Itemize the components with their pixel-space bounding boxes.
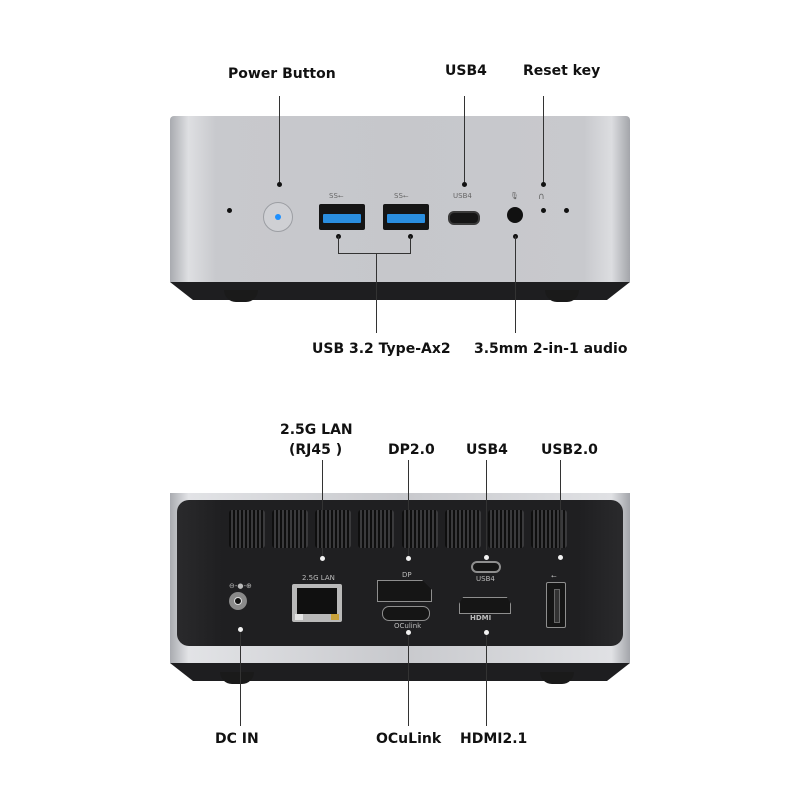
lan-marking: 2.5G LAN [302,574,335,582]
label-front-usb4: USB4 [445,63,487,79]
vent [358,510,394,548]
vent [229,510,265,548]
displayport-port[interactable] [377,580,432,602]
reset-key-hole[interactable] [541,208,546,213]
label-lan-line2: (RJ45 ) [289,442,343,458]
leader-lan [322,460,323,558]
rj45-port[interactable] [292,584,342,622]
leader-usba2 [410,236,411,253]
label-hdmi: HDMI2.1 [460,731,528,747]
oculink-port[interactable] [382,606,430,621]
label-dc-in: DC IN [215,731,259,747]
hdmi-port[interactable] [459,597,511,614]
mic-icon: 🎙 [510,192,519,200]
leader-dot-oculink [406,630,411,635]
headphone-icon: ∩ [538,192,545,202]
front-indicator-hole [227,208,232,213]
vent [272,510,308,548]
front-usb-c-port[interactable] [448,211,480,225]
front-chassis [170,116,630,282]
usb3-logo-1: SS⭠ [329,192,344,200]
front-foot-right [545,290,579,302]
leader-dot-dc [238,627,243,632]
vent [488,510,524,548]
label-lan-line1: 2.5G LAN [280,422,353,438]
usb3-logo-2: SS⭠ [394,192,409,200]
leader-audio [515,236,516,333]
usb-a-port-1[interactable] [319,204,365,230]
dp-marking: DP [402,571,412,579]
rear-foot-right [540,672,574,684]
power-button[interactable] [263,202,293,232]
leader-dc [240,632,241,726]
front-usb4-marking: USB4 [453,192,472,200]
rj45-opening [297,588,337,614]
leader-oculink [408,635,409,726]
vent [531,510,567,548]
label-usb32: USB 3.2 Type-Ax2 [312,341,451,357]
power-led-icon [275,214,281,220]
rear-usb4-marking: USB4 [476,575,495,583]
leader-dot-power [277,182,282,187]
dc-in-port[interactable] [229,592,247,610]
leader-dp [408,460,409,558]
hdmi-marking: HDMI [470,614,492,622]
usb2-logo-icon: ⭠ [551,572,557,580]
front-foot-left [224,290,258,302]
rear-base [170,663,630,681]
leader-reset [543,96,544,182]
label-rear-usb4: USB4 [466,442,508,458]
usb-a-tongue [387,214,425,223]
label-power-button: Power Button [228,66,336,82]
label-oculink: OCuLink [376,731,442,747]
lan-led-left [295,614,303,620]
oculink-marking: OCulink [394,622,422,630]
dc-pin [234,597,242,605]
leader-dot-hdmi [484,630,489,635]
front-indicator-hole-right [564,208,569,213]
leader-usba-bracket [338,253,411,254]
rear-foot-left [220,672,254,684]
usb-a-port-2[interactable] [383,204,429,230]
leader-rear-usb4 [486,460,487,550]
lan-led-right [331,614,339,620]
vent [445,510,481,548]
usb-a-tongue [323,214,361,223]
label-reset-key: Reset key [523,63,601,79]
leader-dot-front-usb4 [462,182,467,187]
leader-dot-lan [320,556,325,561]
label-audio: 3.5mm 2-in-1 audio [474,341,628,357]
audio-jack[interactable] [507,207,523,223]
rear-usb-c-port[interactable] [471,561,501,573]
leader-dot-rear-usb4 [484,555,489,560]
leader-power [279,96,280,182]
dc-polarity-icon: ⊖-●-⊕ [229,582,252,590]
label-usb2: USB2.0 [541,442,598,458]
vent [315,510,351,548]
leader-usb2 [560,460,561,550]
label-dp: DP2.0 [388,442,435,458]
leader-dot-dp [406,556,411,561]
leader-hdmi [486,635,487,726]
usb2-port[interactable] [546,582,566,628]
leader-dot-usb2 [558,555,563,560]
usb2-tongue [554,589,560,623]
leader-front-usb4 [464,96,465,182]
leader-dot-reset [541,182,546,187]
leader-usba1 [338,236,339,253]
leader-usb32 [376,253,377,333]
